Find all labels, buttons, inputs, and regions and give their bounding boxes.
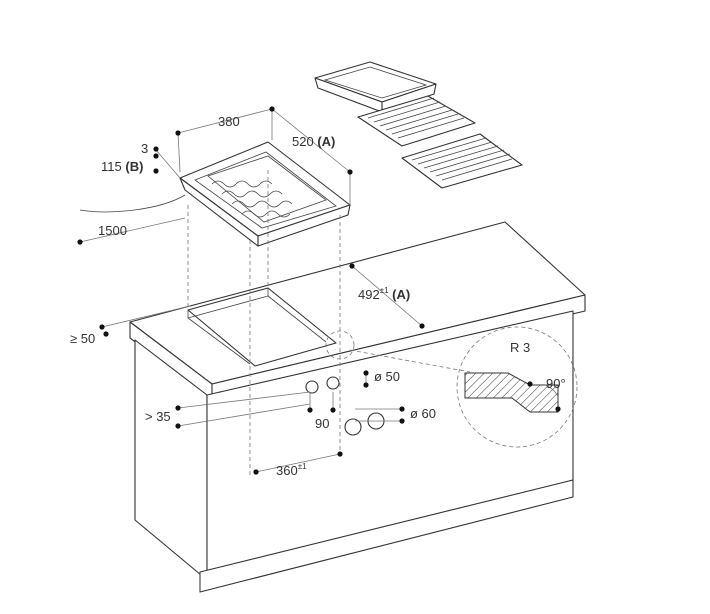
label-knob-hole-large: ø 60 xyxy=(410,406,436,421)
label-radius: R 3 xyxy=(510,340,530,355)
label-side-clearance: ≥ 50 xyxy=(70,331,95,346)
cabinet xyxy=(129,221,586,593)
dimension-labels: 380 520 (A) 3 115 (B) 1500 492±1 (A) ≥ 5… xyxy=(70,114,566,478)
countertop-cutout xyxy=(187,287,337,367)
edge-profile-section xyxy=(464,372,559,413)
label-knob-hole-small: ø 50 xyxy=(374,369,400,384)
label-thickness-top: 3 xyxy=(141,141,148,156)
label-width-top: 380 xyxy=(218,114,240,129)
dimension-lines xyxy=(79,108,423,473)
label-knob-spacing: 90 xyxy=(315,416,329,431)
dimension-dots xyxy=(77,106,425,475)
grill-appliance xyxy=(79,141,351,247)
knob-large-1 xyxy=(344,418,362,436)
edge-detail xyxy=(456,326,578,448)
accessories xyxy=(314,61,523,189)
heating-element xyxy=(207,155,327,223)
label-angle: 90° xyxy=(546,376,566,391)
grill-body-right xyxy=(257,204,351,247)
knob-hole-small-2 xyxy=(326,376,340,390)
label-cutout-depth: 492±1 (A) xyxy=(358,286,410,302)
label-height-top: 115 (B) xyxy=(101,159,143,174)
detail-circle xyxy=(456,326,578,448)
label-cutout-width: 360±1 xyxy=(276,462,307,478)
power-cable xyxy=(79,194,186,213)
projection-lines xyxy=(187,170,471,475)
label-depth-top: 520 (A) xyxy=(292,134,335,149)
label-front-clearance: > 35 xyxy=(145,409,171,424)
detail-callout-circle xyxy=(325,330,355,360)
knob-hole-small-1 xyxy=(305,380,319,394)
label-cable-length: 1500 xyxy=(98,223,127,238)
